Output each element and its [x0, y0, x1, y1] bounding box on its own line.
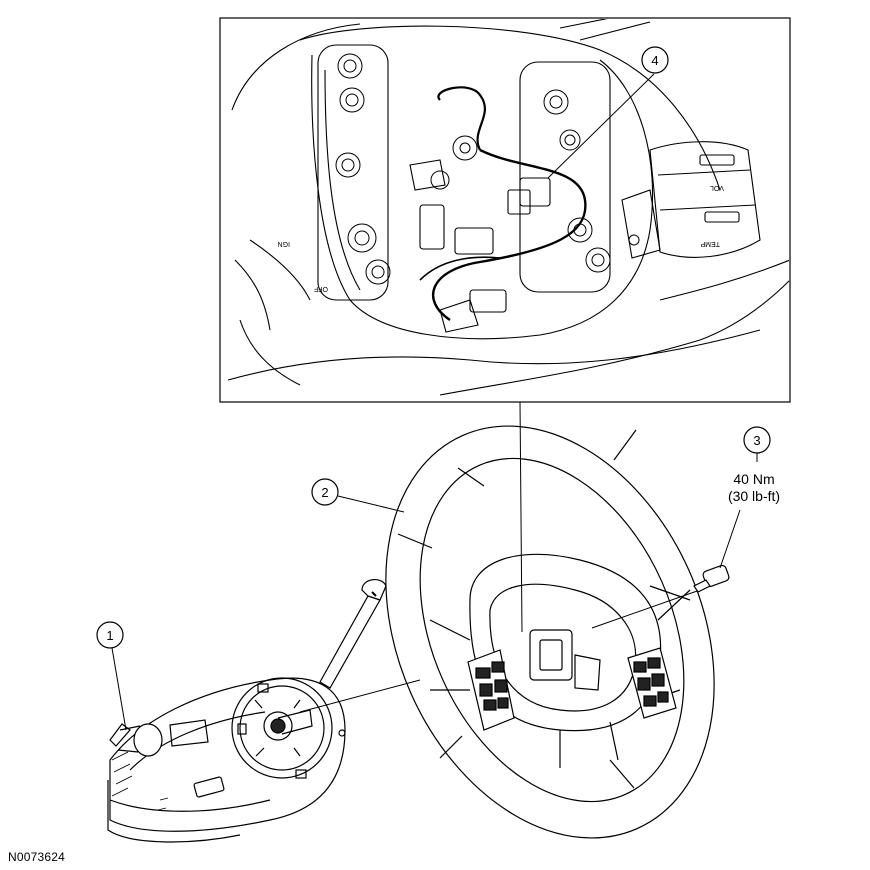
callout-2-number: 2 — [321, 485, 328, 500]
vol-label: VOL — [710, 184, 724, 191]
alignment-line-right — [591, 589, 701, 629]
callout-4: 4 — [547, 46, 669, 179]
steering-wheel — [385, 425, 715, 839]
callout-1-number: 1 — [106, 628, 113, 643]
detail-frame — [219, 17, 791, 403]
detail-inset: IGN OFF VOL TEMP 4 — [219, 17, 791, 403]
ign-label: IGN — [278, 240, 290, 247]
callout-4-number: 4 — [651, 53, 658, 68]
callout-2: 2 — [311, 478, 405, 513]
callout-1: 1 — [96, 621, 127, 731]
steering-column — [107, 579, 387, 843]
detail-leader-line — [519, 401, 523, 633]
torque-spec-nm: 40 Nm — [733, 471, 774, 487]
callout-3: 3 40 Nm (30 lb-ft) — [719, 426, 780, 569]
figure-id: N0073624 — [8, 850, 65, 864]
alignment-line-left — [299, 679, 421, 713]
torque-spec-lbft: (30 lb-ft) — [728, 488, 780, 504]
off-label: OFF — [314, 285, 328, 292]
callout-3-number: 3 — [753, 433, 760, 448]
temp-label: TEMP — [700, 240, 720, 247]
bolt — [693, 564, 730, 593]
